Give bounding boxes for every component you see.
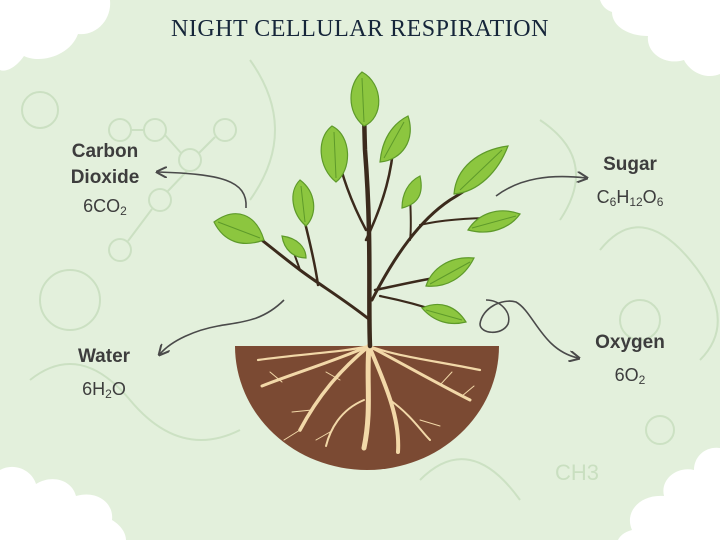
arrow-icon xyxy=(158,172,586,358)
page-title: NIGHT CELLULAR RESPIRATION xyxy=(171,16,549,42)
label-water: Water 6H2O xyxy=(54,344,154,402)
cloud-bottom-left xyxy=(0,466,126,540)
label-oxygen: Oxygen 6O2 xyxy=(580,330,680,388)
label-name: Oxygen xyxy=(595,332,665,353)
label-name: Carbon xyxy=(71,141,139,162)
label-carbon-dioxide: Carbon Dioxide 6CO2 xyxy=(50,139,160,219)
label-sugar: Sugar C6H12O6 xyxy=(578,152,682,210)
leaf-icon xyxy=(213,71,521,325)
arrow-sugar xyxy=(495,177,586,197)
arrow-water xyxy=(160,299,285,354)
leaf-veins xyxy=(217,77,517,321)
formula-oxygen: 6O2 xyxy=(614,365,646,387)
formula-sugar: C6H12O6 xyxy=(596,187,664,209)
label-name: Sugar xyxy=(603,154,657,175)
cloud-top-left xyxy=(0,0,111,71)
cloud-top-right xyxy=(600,0,720,77)
watermark-ch3: CH3 xyxy=(555,460,599,485)
label-name: Water xyxy=(77,346,131,367)
plant-stems xyxy=(244,87,495,349)
arrow-co2 xyxy=(158,172,247,209)
formula-co2: 6CO2 xyxy=(83,196,127,218)
label-name: Dioxide xyxy=(70,167,140,188)
arrow-oxygen xyxy=(479,299,578,358)
molecule-watermark-icon xyxy=(21,59,719,501)
root-icon xyxy=(256,343,482,454)
cloud-bottom-right xyxy=(618,447,720,540)
formula-water: 6H2O xyxy=(82,379,126,401)
